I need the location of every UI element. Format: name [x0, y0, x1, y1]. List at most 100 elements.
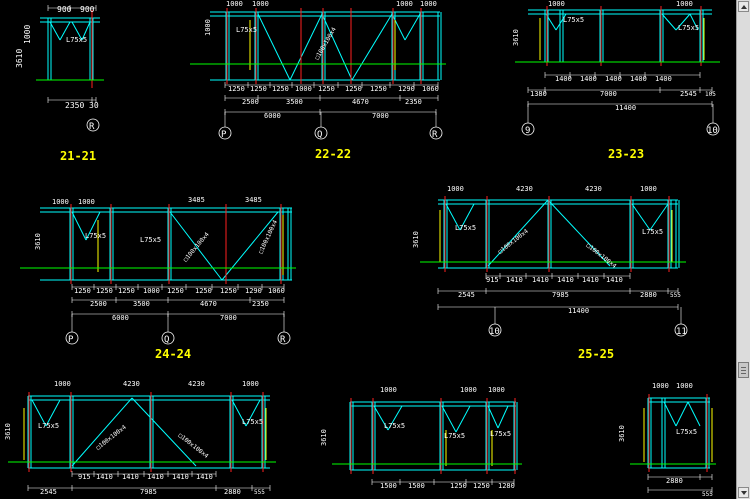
member-label: □100x100x4 [314, 26, 338, 61]
axis-label: 10 [707, 126, 718, 136]
dim-b1: 1250 [228, 85, 245, 93]
dim-top: 1000 [420, 0, 437, 8]
dim-b2: 2880 [224, 488, 241, 496]
axis-bubble [429, 126, 443, 140]
axis-label: 11 [676, 327, 687, 337]
section-21-21: 21-21 900 900 1000 3610 L75x5 2350 30 R [15, 5, 100, 163]
axis-label: P [68, 335, 74, 345]
axis-bubble [314, 126, 328, 140]
dim-top: 4230 [123, 380, 140, 388]
dim-left: 3610 [4, 423, 12, 440]
dim-b1: 1060 [268, 287, 285, 295]
dim-b1: 1410 [96, 473, 113, 481]
frame-21-brace [49, 21, 61, 41]
axis-bubble [65, 331, 79, 345]
vertical-scrollbar[interactable] [736, 0, 750, 499]
dim-b2: 2545 [680, 90, 697, 98]
dim-b3: 11400 [615, 104, 636, 112]
frame-22-brace [404, 13, 421, 41]
frame-bm-brace [387, 405, 403, 431]
dim-b1: 1410 [196, 473, 213, 481]
arrow-up-icon [741, 5, 747, 9]
scroll-thumb[interactable] [738, 362, 749, 378]
scroll-up-button[interactable] [738, 1, 749, 12]
axis-label: R [432, 130, 438, 140]
frame-bl-brace [31, 399, 47, 427]
member-label: □100x100x4 [585, 242, 618, 270]
dim-b1: 1290 [398, 85, 415, 93]
frame-23-brace [675, 13, 691, 31]
axis-label: P [221, 130, 227, 140]
dim-b1: 1400 [555, 75, 572, 83]
dim-top: 1000 [652, 382, 669, 390]
frame-23-brace [661, 13, 677, 31]
dim-b1: 1410 [582, 276, 599, 284]
dim-left: 3610 [412, 231, 420, 248]
dim-top: 1000 [54, 380, 71, 388]
member-label: L75x5 [384, 422, 405, 430]
dim-b2: 105 [705, 91, 716, 98]
section-title: 23-23 [608, 147, 644, 161]
dim-b1: 1250 [74, 287, 91, 295]
frame-bm-brace [373, 405, 389, 431]
member-label: □100x100x4 [95, 424, 128, 452]
member-label: L75x5 [455, 224, 476, 232]
frame-24-brace [71, 211, 87, 241]
member-label: L75x5 [444, 432, 465, 440]
dim-top: 4230 [516, 185, 533, 193]
frame-br-brace [675, 401, 689, 427]
dim-b1: 915 [78, 473, 91, 481]
grip-line [741, 367, 746, 368]
dim-top: 4230 [188, 380, 205, 388]
green-ground-lines [8, 61, 720, 465]
dim-b1: 1500 [408, 482, 425, 490]
dim-top: 1000 [226, 0, 243, 8]
dim-b2: 555 [254, 489, 265, 496]
member-label: L75x5 [242, 418, 263, 426]
section-title: 21-21 [60, 149, 96, 163]
grip-line [741, 373, 746, 374]
frame-bl-brace [71, 397, 133, 467]
structural-lines [27, 9, 712, 471]
dim-b1: 1290 [245, 287, 262, 295]
scroll-down-button[interactable] [738, 487, 749, 498]
axis-label: R [89, 122, 95, 132]
dim-b2: 2350 [252, 300, 269, 308]
frame-22-brace [257, 13, 291, 81]
frame-br-brace [663, 401, 677, 427]
section-bottom-left: 1000 4230 4230 1000 3610 L75x5 L75x5 □10… [4, 380, 265, 496]
frame-25-brace [445, 203, 461, 231]
dim-b2: 3500 [286, 98, 303, 106]
grip-line [741, 370, 746, 371]
dim-left: 3610 [320, 429, 328, 446]
frame-22-brace [321, 13, 353, 81]
dim-b1: 915 [486, 276, 499, 284]
dim-b1: 1410 [147, 473, 164, 481]
dim-b2: 2500 [90, 300, 107, 308]
axis-bubble [674, 323, 688, 337]
dim-b1: 1250 [450, 482, 467, 490]
dim-b2: 7985 [140, 488, 157, 496]
axis-bubble [706, 122, 720, 136]
yellow-member-marks [23, 18, 713, 466]
dim-b1: 1410 [506, 276, 523, 284]
dim-b2: 2880 [640, 291, 657, 299]
dim-top: 1000 [396, 0, 413, 8]
frame-bm-brace [441, 405, 457, 433]
dim-top: 1000 [78, 198, 95, 206]
member-label: □100x100x4 [497, 228, 530, 256]
frame-21-brace [71, 21, 83, 41]
member-label: L75x5 [236, 26, 257, 34]
frame-25-brace [487, 199, 549, 267]
dim-b1: 2880 [666, 477, 683, 485]
dim-b1: 1060 [422, 85, 439, 93]
frame-bl-brace [45, 399, 61, 427]
frame-21-brace [81, 21, 91, 41]
dim-b1: 1250 [473, 482, 490, 490]
dim-left: 3610 [512, 29, 520, 46]
member-label: L75x5 [140, 236, 161, 244]
section-bottom-middle: 1000 1000 1000 3610 L75x5 L75x5 L75x5 15… [320, 386, 515, 490]
dim-b1: 1250 [220, 287, 237, 295]
dimension-lines [27, 5, 714, 493]
